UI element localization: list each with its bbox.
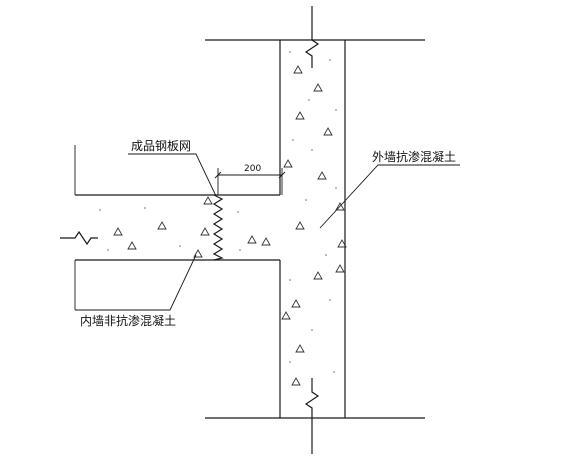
steel-mesh-zigzag (212, 194, 224, 261)
dimension-200: 200 (214, 164, 286, 195)
speck (289, 51, 291, 53)
aggregate-triangle (295, 111, 305, 120)
speck (144, 207, 146, 209)
aggregate-triangle (193, 249, 203, 258)
concrete-specks (99, 51, 337, 373)
steel-mesh-leader (128, 153, 217, 197)
exterior-wall (279, 6, 346, 454)
speck (329, 299, 331, 301)
floor-lines (205, 39, 425, 419)
speck (239, 249, 241, 251)
speck (335, 187, 337, 189)
aggregate-triangle (291, 377, 301, 386)
aggregate-triangle (313, 83, 323, 92)
speck (289, 279, 291, 281)
aggregate-triangle (200, 227, 210, 236)
dimension-tick-left (214, 171, 222, 179)
speck (308, 99, 310, 101)
aggregate-triangle (293, 65, 303, 74)
interior-concrete-label: 内墙非抗渗混凝土 (80, 313, 176, 328)
speck (179, 245, 181, 247)
exterior-concrete-label: 外墙抗渗混凝土 (372, 149, 456, 164)
aggregate-triangle (295, 221, 305, 230)
dimension-value: 200 (244, 164, 261, 174)
left-break-symbol (60, 230, 98, 246)
aggregate-triangle (291, 299, 301, 308)
aggregate-triangle (247, 235, 257, 244)
concrete-aggregate-pattern (113, 65, 347, 386)
dimension-tick-right (278, 171, 286, 179)
aggregate-triangle (335, 264, 345, 273)
aggregate-triangle (261, 237, 271, 246)
speck (292, 139, 294, 141)
speck (99, 209, 101, 211)
speck (289, 361, 291, 363)
aggregate-triangle (323, 127, 333, 136)
speck (311, 329, 313, 331)
speck (107, 249, 109, 251)
top-break-symbol (304, 6, 320, 68)
aggregate-triangle (113, 227, 123, 236)
exterior-concrete-leader (319, 164, 460, 229)
aggregate-triangle (127, 241, 137, 250)
aggregate-triangle (283, 159, 293, 168)
aggregate-triangle (295, 344, 305, 353)
speck (311, 149, 313, 151)
aggregate-triangle (337, 239, 347, 248)
interior-concrete-leader (75, 254, 197, 311)
aggregate-triangle (203, 196, 213, 205)
speck (305, 199, 307, 201)
speck (325, 254, 327, 256)
aggregate-triangle (157, 221, 167, 230)
steel-mesh-label: 成品钢板网 (131, 139, 191, 153)
leader-lines (75, 153, 460, 311)
speck (333, 371, 335, 373)
speck (335, 109, 337, 111)
bottom-break-symbol (304, 378, 320, 454)
speck (329, 59, 331, 61)
aggregate-triangle (335, 202, 345, 211)
aggregate-triangle (313, 271, 323, 280)
interior-wall (60, 145, 280, 310)
aggregate-triangle (317, 171, 327, 180)
aggregate-triangle (281, 311, 291, 320)
speck (237, 211, 239, 213)
